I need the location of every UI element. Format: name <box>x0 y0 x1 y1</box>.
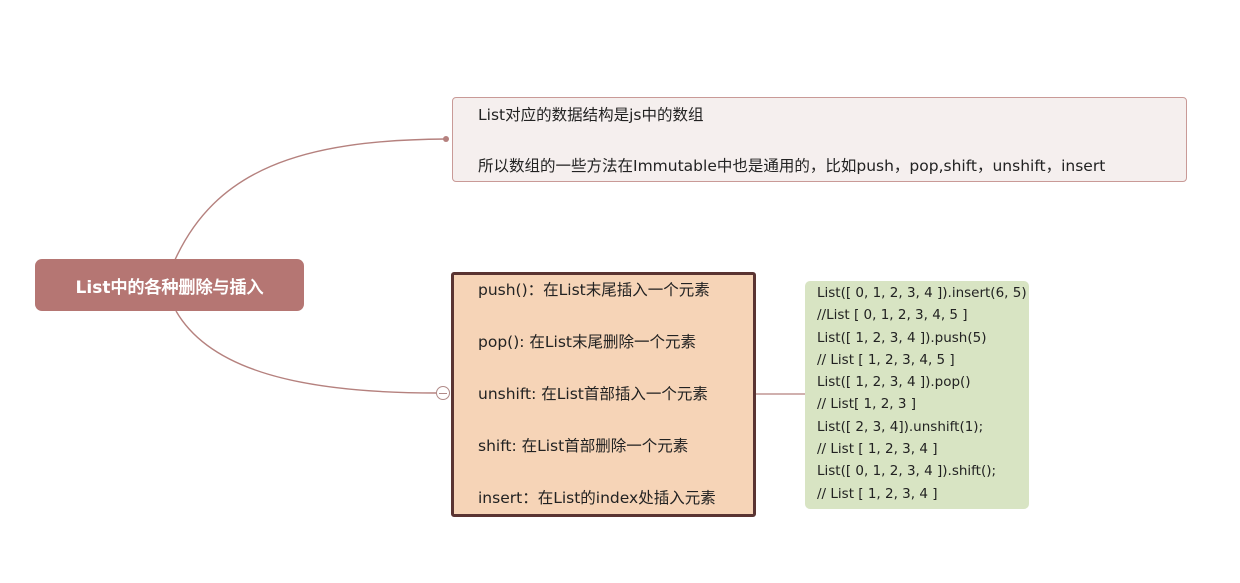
code-example-topic[interactable]: List([ 0, 1, 2, 3, 4 ]).insert(6, 5) //L… <box>805 281 1029 509</box>
root-topic[interactable]: List中的各种删除与插入 <box>35 259 304 311</box>
method-item-shift: shift: 在List首部删除一个元素 <box>478 437 689 455</box>
code-line: List([ 1, 2, 3, 4 ]).pop() <box>817 374 971 391</box>
connector-note-endpoint <box>443 136 449 142</box>
connector-root-to-note <box>173 138 447 263</box>
code-line: List([ 1, 2, 3, 4 ]).push(5) <box>817 329 987 346</box>
code-line: // List [ 1, 2, 3, 4 ] <box>817 485 938 502</box>
method-item-push: push()：在List末尾插入一个元素 <box>478 281 710 299</box>
collapse-toggle-icon[interactable] <box>436 386 450 400</box>
code-line: //List [ 0, 1, 2, 3, 4, 5 ] <box>817 307 968 324</box>
note-spacer <box>478 128 1186 153</box>
note-line: 所以数组的一些方法在Immutable中也是通用的，比如push，pop,shi… <box>478 157 1106 175</box>
method-item-insert: insert：在List的index处插入元素 <box>478 489 716 507</box>
code-line: List([ 0, 1, 2, 3, 4 ]).insert(6, 5) <box>817 285 1027 301</box>
note-topic[interactable]: List对应的数据结构是js中的数组 所以数组的一些方法在Immutable中也… <box>452 97 1187 182</box>
method-item-pop: pop(): 在List末尾删除一个元素 <box>478 333 696 351</box>
code-line: // List [ 1, 2, 3, 4, 5 ] <box>817 351 955 368</box>
code-line: // List[ 1, 2, 3 ] <box>817 396 917 413</box>
code-line: List([ 0, 1, 2, 3, 4 ]).shift(); <box>817 463 997 480</box>
connector-root-to-methods <box>175 310 438 394</box>
minus-icon <box>439 392 447 394</box>
methods-topic[interactable]: push()：在List末尾插入一个元素 pop(): 在List末尾删除一个元… <box>451 272 756 517</box>
code-line: List([ 2, 3, 4]).unshift(1); <box>817 418 984 435</box>
root-topic-label: List中的各种删除与插入 <box>75 277 264 298</box>
code-line: // List [ 1, 2, 3, 4 ] <box>817 441 938 458</box>
method-item-unshift: unshift: 在List首部插入一个元素 <box>478 385 708 403</box>
note-line: List对应的数据结构是js中的数组 <box>478 106 704 124</box>
